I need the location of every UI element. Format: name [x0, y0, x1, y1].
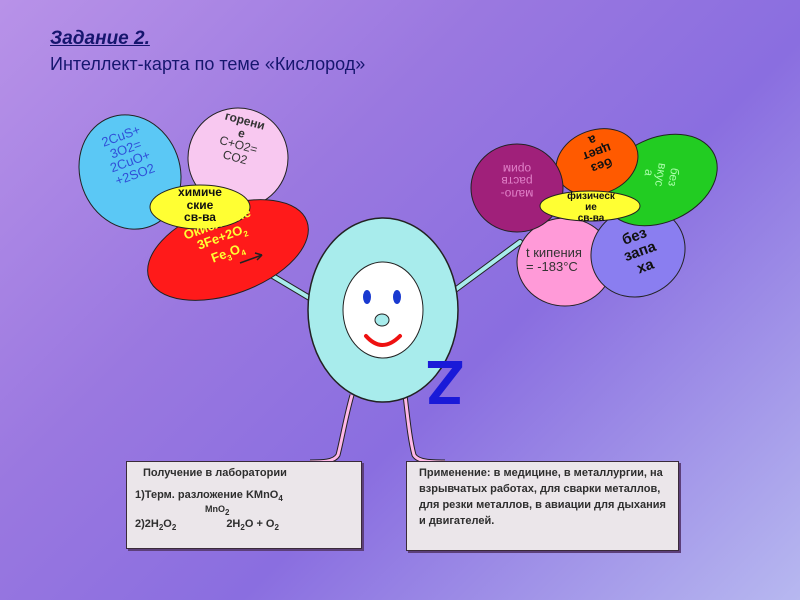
petal-boiling-label: t кипения= -183°С: [526, 245, 582, 274]
petal-solubility: [470, 143, 564, 233]
center-physical: [539, 190, 641, 222]
face-oval: [342, 261, 424, 359]
nose: [374, 313, 390, 327]
mouth: [364, 334, 402, 347]
task-subtitle: Интеллект-карта по теме «Кислород»: [50, 54, 366, 74]
lab-preparation-box: Получение в лаборатории 1)Терм. разложен…: [126, 461, 362, 549]
application-box: Применение: в медицине, в металлургии, н…: [406, 461, 679, 551]
center-chemical: [149, 184, 251, 230]
lab-line1: 1)Терм. разложение KMnO4: [135, 488, 283, 504]
application-text: Применение: в медицине, в металлургии, н…: [419, 467, 666, 527]
left-eye: [363, 290, 371, 304]
lab-catalyst: MnO2: [205, 503, 230, 517]
task-title: Задание 2.: [50, 28, 150, 49]
lab-heading: Получение в лаборатории: [143, 467, 287, 479]
right-eye: [393, 290, 401, 304]
chest-symbol: Z: [426, 347, 464, 416]
